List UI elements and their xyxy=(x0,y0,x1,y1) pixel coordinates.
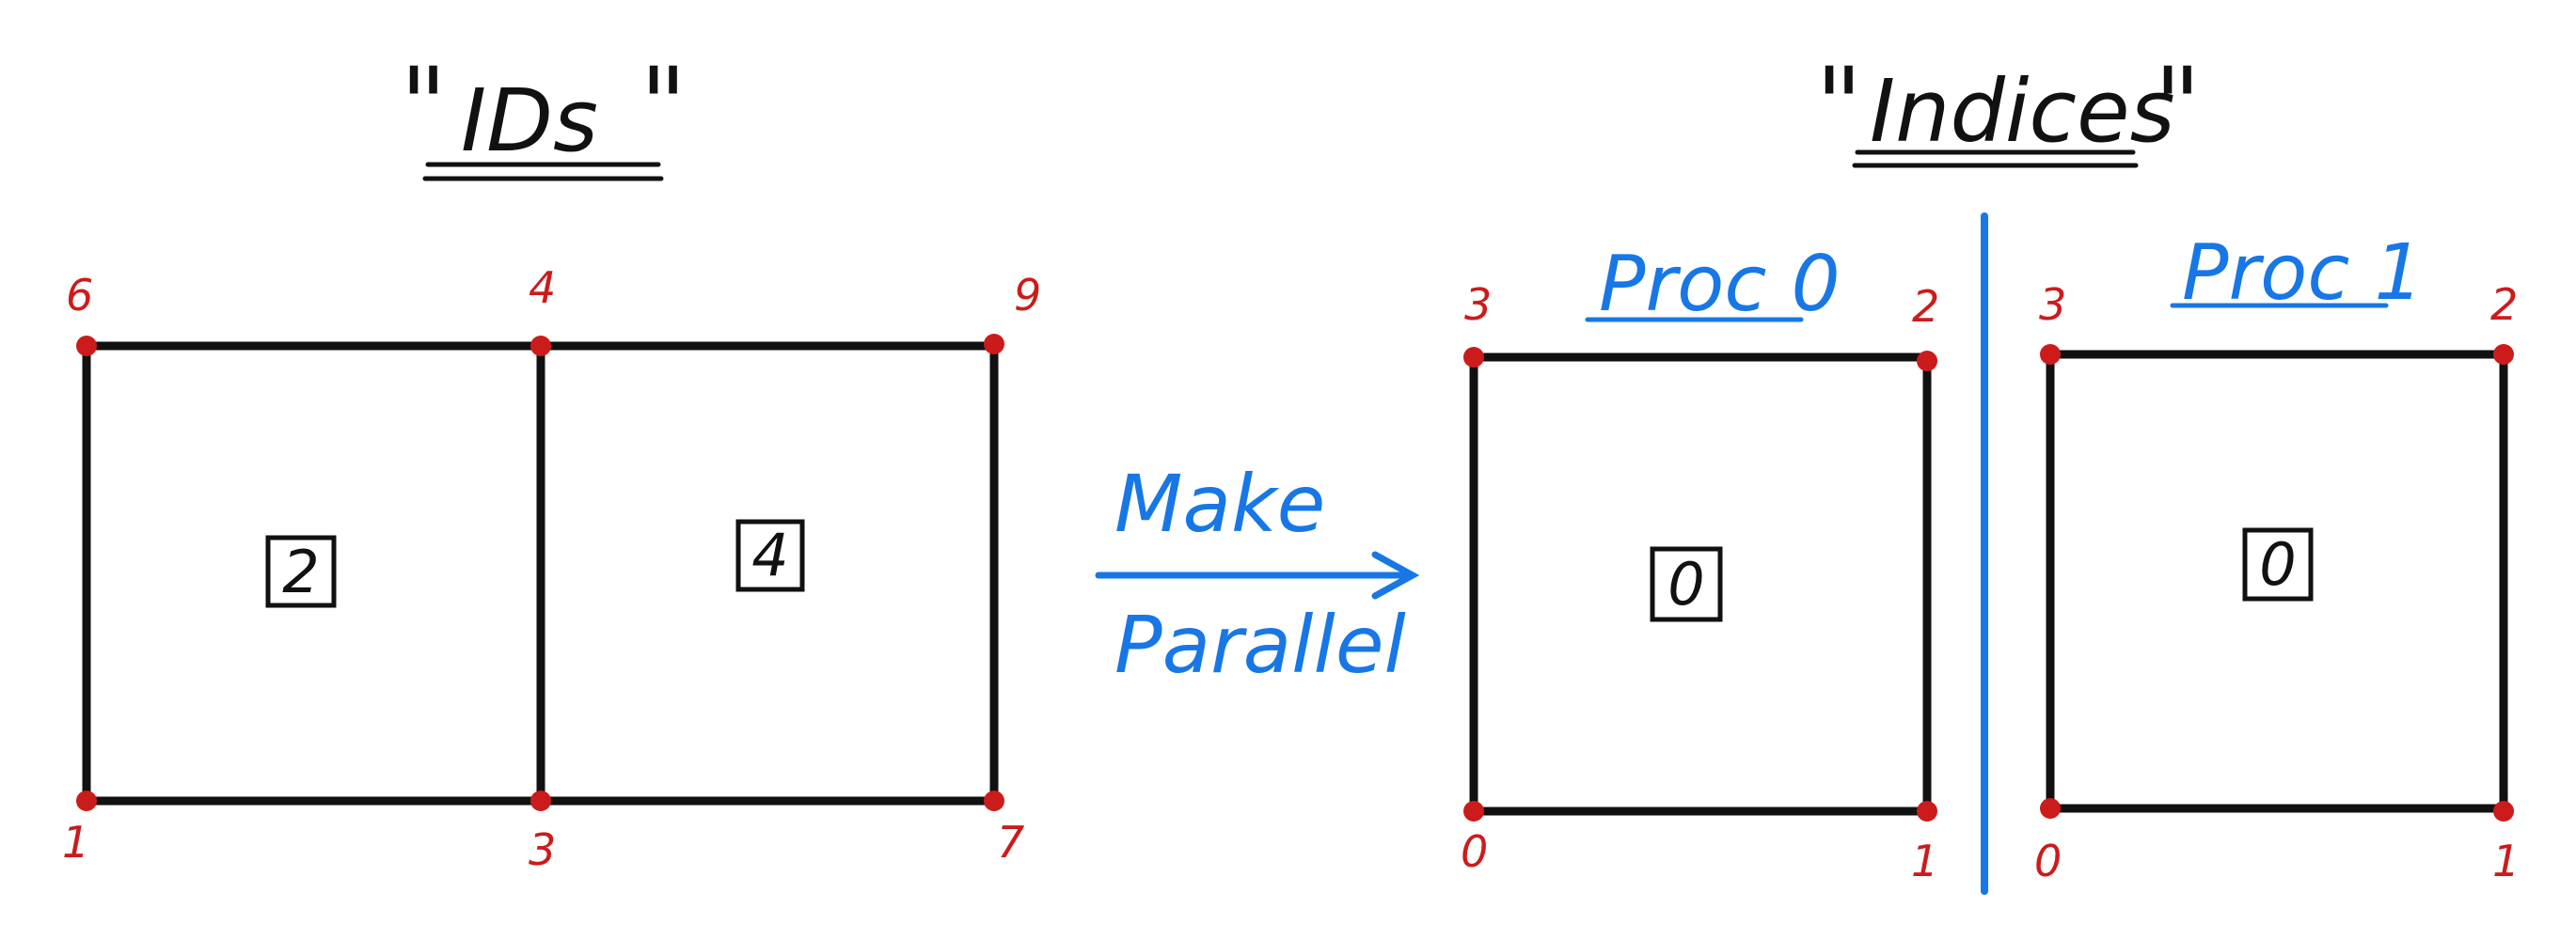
ids-open-quote: " xyxy=(400,45,448,165)
proc-1-mesh: Proc 1 0 3 2 0 1 xyxy=(2034,228,2520,886)
proc-0-node-1 xyxy=(1917,801,1937,822)
ids-node-9 xyxy=(984,334,1004,354)
ids-panel: " IDs " 2 4 6 4 9 1 3 7 xyxy=(62,45,1041,875)
proc-0-element-label: 0 xyxy=(1667,550,1704,619)
ids-node-label: 9 xyxy=(1014,270,1041,321)
proc-1-node-1 xyxy=(2493,801,2514,822)
proc-0-node-label: 2 xyxy=(1912,281,1939,332)
proc-0-node-3 xyxy=(1463,347,1484,368)
proc-0-node-label: 1 xyxy=(1911,836,1938,886)
proc-1-node-label: 1 xyxy=(2492,836,2520,886)
proc-1-element-outline xyxy=(2046,350,2508,813)
ids-node-6 xyxy=(76,336,97,356)
proc-1-element-label: 0 xyxy=(2259,530,2296,599)
ids-element-label: 2 xyxy=(282,538,319,606)
ids-node-4 xyxy=(530,336,551,356)
ids-node-7 xyxy=(984,791,1004,811)
proc-1-node-3 xyxy=(2040,344,2061,365)
indices-title: Indices xyxy=(1870,61,2175,162)
indices-open-quote: " xyxy=(1815,45,1863,165)
ids-element-2: 2 xyxy=(265,535,337,608)
proc-0-element-box xyxy=(1650,546,1723,622)
proc-0-node-label: 3 xyxy=(1464,279,1492,330)
ids-element-4: 4 xyxy=(735,519,805,592)
ids-title: IDs xyxy=(461,70,598,171)
indices-panel: " Indices " Proc 0 0 3 2 0 1 Proc 1 xyxy=(1461,45,2520,895)
proc-0-node-label: 0 xyxy=(1461,826,1488,877)
ids-element-label: 4 xyxy=(751,521,788,589)
proc-1-node-2 xyxy=(2493,344,2514,365)
proc-1-node-0 xyxy=(2040,798,2061,819)
ids-node-1 xyxy=(76,791,97,811)
proc-0-mesh: Proc 0 0 3 2 0 1 xyxy=(1461,240,1939,886)
ids-node-3 xyxy=(530,791,551,811)
ids-element-box xyxy=(735,519,805,592)
indices-close-quote: " xyxy=(2154,45,2202,165)
arrow-head xyxy=(1371,551,1420,600)
arrow-label-bottom: Parallel xyxy=(1114,599,1406,691)
arrow-label-top: Make xyxy=(1114,458,1325,550)
proc-1-title: Proc 1 xyxy=(2182,228,2424,318)
proc-0-node-0 xyxy=(1463,801,1484,822)
ids-node-label: 7 xyxy=(997,817,1024,868)
ids-node-label: 6 xyxy=(66,270,93,321)
proc-0-node-2 xyxy=(1917,351,1937,371)
proc-1-node-label: 0 xyxy=(2034,836,2062,886)
ids-node-label: 1 xyxy=(62,817,89,868)
ids-close-quote: " xyxy=(640,45,687,165)
proc-1-node-label: 3 xyxy=(2039,279,2066,330)
proc-0-element-outline xyxy=(1469,352,1932,816)
make-parallel-arrow: Make Parallel xyxy=(1095,458,1420,691)
ids-element-box xyxy=(265,535,337,608)
ids-node-label: 3 xyxy=(529,824,556,875)
proc-1-element-box xyxy=(2242,527,2314,602)
proc-0-title: Proc 0 xyxy=(1599,240,1841,329)
ids-node-label: 4 xyxy=(529,262,556,313)
proc-1-node-label: 2 xyxy=(2490,279,2518,330)
